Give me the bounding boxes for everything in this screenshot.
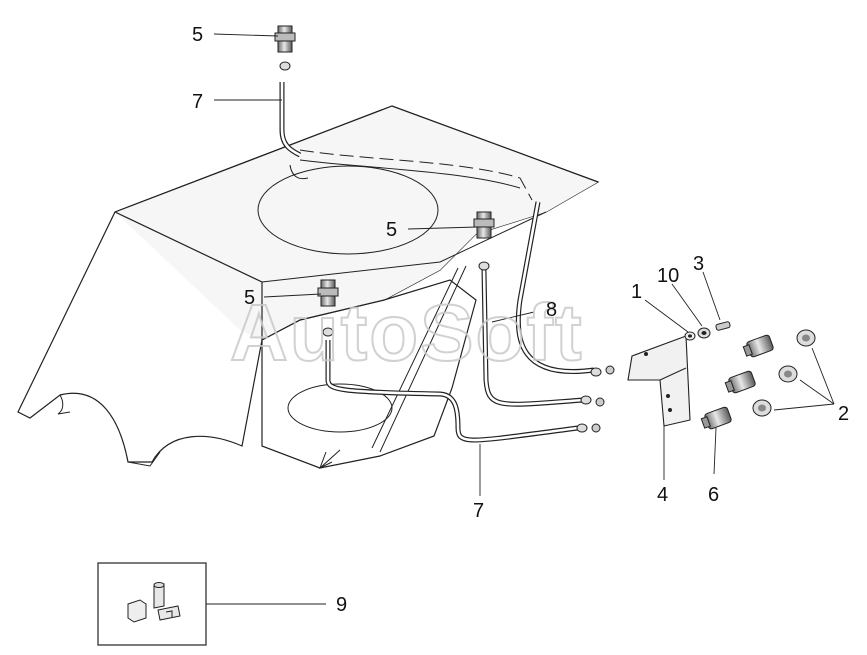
bracket [627, 335, 691, 427]
watermark-text: AutoSoft [230, 288, 584, 377]
callout-5-lower: 5 [244, 287, 255, 309]
kit-box [97, 562, 207, 646]
callout-7-top: 7 [192, 91, 203, 113]
callout-6: 6 [708, 484, 719, 506]
union-fittings [700, 334, 774, 430]
callout-7-bottom: 7 [473, 500, 484, 522]
caps [752, 329, 816, 417]
pipes [279, 61, 615, 443]
fitting-middle [473, 211, 495, 239]
housing-body [17, 105, 600, 470]
callout-1: 1 [631, 281, 642, 303]
callout-8: 8 [546, 299, 557, 321]
leader-lines [206, 33, 835, 605]
callout-3: 3 [693, 253, 704, 275]
washer-nut-screw [684, 321, 731, 341]
fitting-lower [317, 279, 339, 307]
callout-9: 9 [336, 594, 347, 616]
callout-5-top: 5 [192, 24, 203, 46]
fitting-top [274, 25, 296, 53]
callout-5-middle: 5 [386, 219, 397, 241]
callout-4: 4 [657, 484, 668, 506]
callout-2: 2 [838, 403, 849, 425]
callout-10: 10 [657, 265, 679, 287]
